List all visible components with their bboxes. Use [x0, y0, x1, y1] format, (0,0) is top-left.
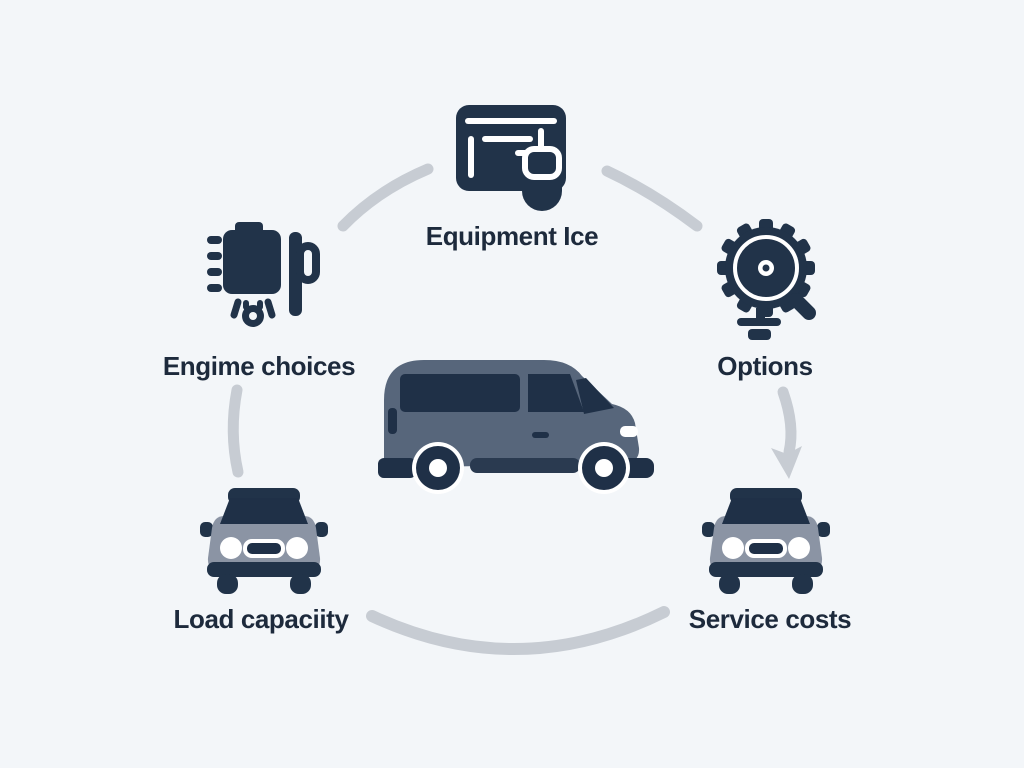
node-label-load-capacity: Load capaciity	[173, 604, 349, 634]
node-label-options: Options	[717, 351, 813, 381]
equipment-card-lock-icon	[452, 95, 574, 213]
connector-arrow-right-head	[771, 446, 802, 479]
engine-icon	[205, 218, 323, 334]
van-side-icon	[376, 348, 658, 494]
car-front-icon	[198, 486, 330, 596]
connector-arc-bottom	[366, 606, 670, 655]
node-label-equipment: Equipment Ice	[425, 221, 599, 251]
connector-line-left	[227, 384, 244, 478]
node-label-service-costs: Service costs	[688, 604, 852, 634]
connector-arc-top-right	[601, 165, 703, 232]
connector-arrow-right-shaft	[777, 386, 797, 458]
node-label-engine-choices: Engime choices	[162, 351, 356, 381]
gear-magnifier-icon	[706, 212, 824, 344]
car-front-icon	[700, 486, 832, 596]
connector-arc-top-left	[337, 163, 434, 232]
